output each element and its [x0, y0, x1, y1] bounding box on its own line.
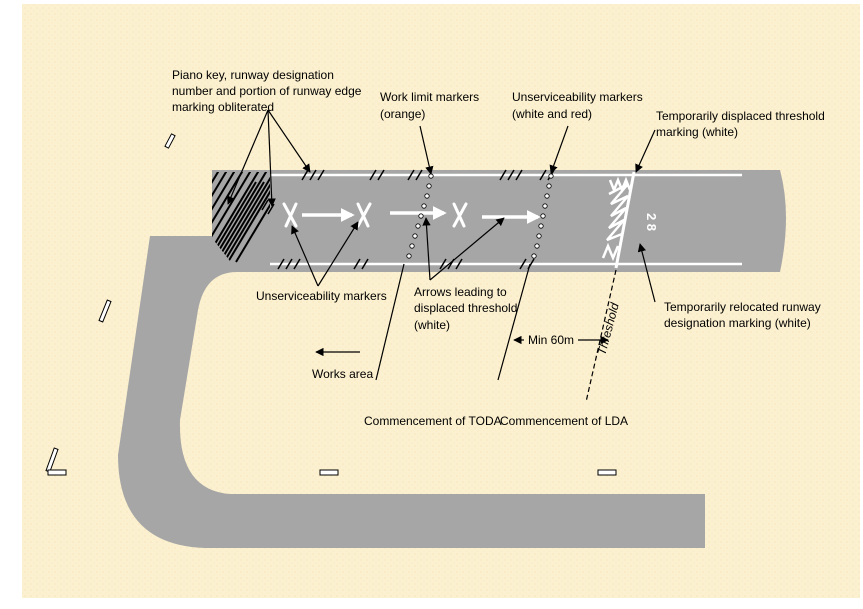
unserv-bottom-label: Unserviceability markers [256, 289, 387, 303]
unserviceability-x-markers [282, 202, 468, 228]
unserv-top-label-1: Unserviceability markers [512, 90, 643, 104]
callout-labels: Piano key, runway designation number and… [172, 68, 825, 428]
piano-key-label-3: marking obliterated [172, 100, 274, 114]
temporary-threshold-marking [601, 171, 636, 269]
x-marker-1 [282, 202, 298, 228]
arrows-label-2: displaced threshold [414, 301, 517, 315]
unserviceability-dot-markers [531, 173, 554, 259]
piano-key-label-2: number and portion of runway edge [172, 84, 362, 98]
unserv-top-label-2: (white and red) [512, 107, 592, 121]
taxiway-pavement [118, 236, 705, 548]
work-limit-markers [406, 173, 434, 259]
relocated-label-1: Temporarily relocated runway [664, 300, 821, 314]
displaced-threshold-arrows [302, 206, 541, 224]
arrows-label-3: (white) [414, 318, 450, 332]
threshold-dashed-line [585, 269, 617, 403]
works-area-label: Works area [312, 367, 373, 381]
relocated-designation-number: 2 8 [644, 213, 659, 231]
temp-threshold-label-2: marking (white) [656, 125, 738, 139]
work-limit-label-2: (orange) [380, 107, 425, 121]
arrows-label-1: Arrows leading to [414, 285, 507, 299]
lda-label: Commencement of LDA [500, 414, 628, 428]
min-60m-label: Min 60m [528, 333, 574, 347]
relocated-label-2: designation marking (white) [664, 316, 811, 330]
runway-edge-markings [270, 173, 742, 266]
temp-threshold-label-1: Temporarily displaced threshold [656, 109, 825, 123]
taxiway-edge-lights [45, 133, 617, 476]
leader-lines [227, 109, 656, 381]
x-marker-3 [452, 202, 468, 228]
toda-label: Commencement of TODA [364, 414, 502, 428]
runway-pavement [212, 170, 786, 272]
piano-key-label-1: Piano key, runway designation [172, 68, 334, 82]
x-marker-2 [356, 202, 372, 228]
work-limit-label-1: Work limit markers [380, 90, 479, 104]
